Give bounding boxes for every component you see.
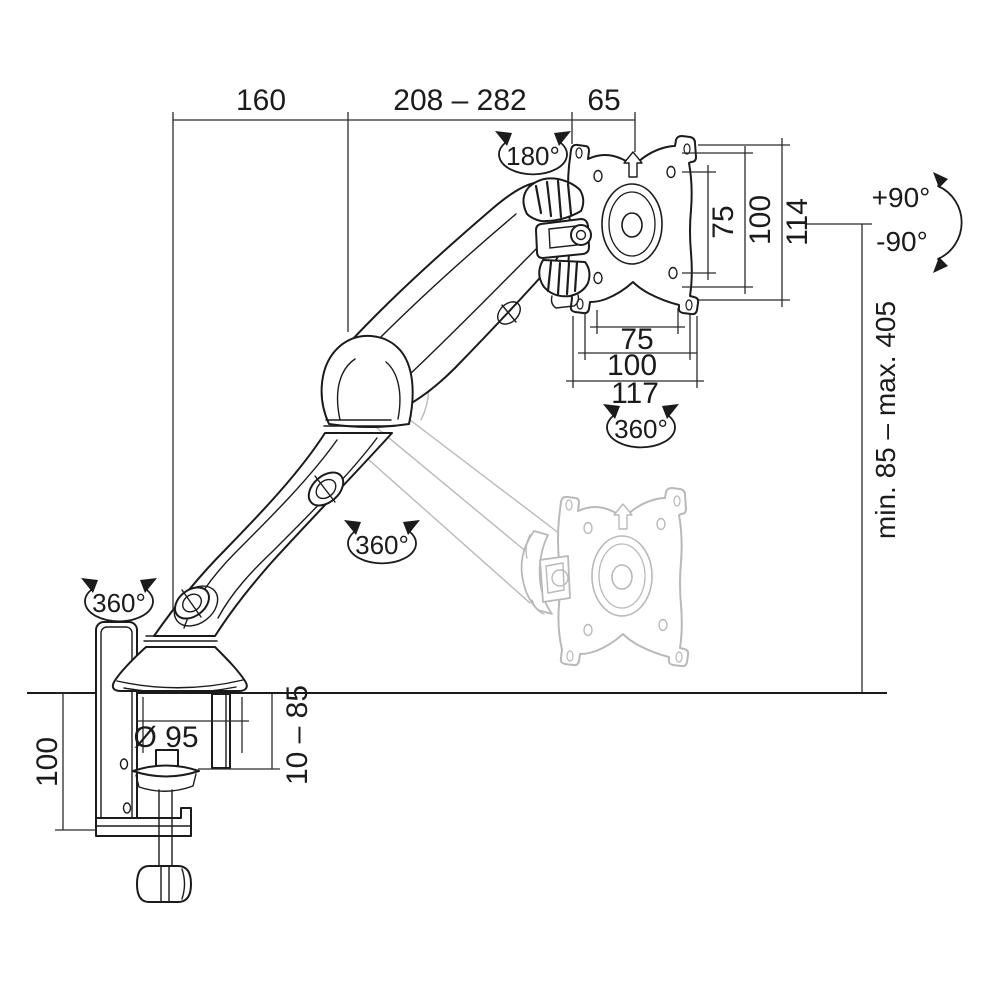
- elbow-joint: [320, 334, 414, 434]
- ghost-vesa-plate: [557, 487, 690, 668]
- arm-swivel-label: 360°: [355, 530, 409, 560]
- dim-label-vesa-75-horizontal: 75: [620, 323, 653, 356]
- rotation-badge-base: 360°: [80, 577, 158, 623]
- clamp-knob: [136, 865, 192, 903]
- dim-label-plate-height: 114: [781, 198, 814, 246]
- dim-label-vesa-100-vertical: 100: [744, 195, 777, 245]
- dimension-clamp-height: 100: [31, 692, 96, 831]
- dim-label-base-offset: 160: [236, 84, 286, 117]
- base-swivel-label: 360°: [92, 588, 146, 618]
- desk-thickness-label: 10 – 85: [281, 685, 314, 785]
- dim-label-vesa-100-horizontal: 100: [607, 349, 657, 382]
- rotation-badge-elbow: 360°: [343, 519, 421, 565]
- dimension-base-diameter: Ø 95: [133, 697, 249, 754]
- dim-label-arm-reach: 208 – 282: [393, 84, 526, 117]
- head-joint: [522, 177, 592, 309]
- clamp-pad: [132, 764, 200, 778]
- vesa-rotate-label: 360°: [614, 414, 668, 444]
- base: [111, 635, 248, 694]
- tilt-arrow-icon: [937, 185, 963, 260]
- clamp-bottom-arm: [95, 807, 192, 837]
- ghost-arm-lowered: [350, 403, 690, 668]
- clamp-inner-jaw: [211, 693, 231, 769]
- tilt-up-label: +90°: [872, 182, 931, 213]
- clamp-screw-hole: [119, 758, 129, 770]
- height-range-label: min. 85 – max. 405: [870, 301, 901, 539]
- dimension-vesa-horizontal: 75 100 117: [566, 308, 704, 410]
- dim-label-plate-width: 117: [611, 377, 659, 410]
- dimension-top-widths: 160 208 – 282 65: [172, 84, 636, 610]
- rotation-badge-vesa: 360°: [602, 403, 680, 449]
- head-swivel-label: 180°: [506, 141, 560, 171]
- base-diameter-label: Ø 95: [133, 721, 198, 754]
- dim-label-head-depth: 65: [587, 84, 620, 117]
- clamp-screw-hole: [122, 802, 132, 814]
- clamp-height-label: 100: [31, 737, 64, 787]
- pivot-screw: [570, 224, 592, 246]
- dimension-vesa-vertical: 75 100 114: [682, 138, 814, 307]
- dimension-height-range: min. 85 – max. 405: [861, 224, 901, 692]
- lower-arm: [153, 432, 393, 637]
- dim-label-vesa-75-vertical: 75: [707, 205, 740, 238]
- dimension-tilt-range: +90° -90°: [807, 172, 963, 273]
- clamp-back-plate: [95, 621, 138, 833]
- dimension-desk-thickness: 10 – 85: [198, 685, 314, 785]
- tilt-down-label: -90°: [876, 226, 928, 257]
- rotation-badge-head: 180°: [494, 130, 572, 176]
- clamp-assembly: [95, 621, 231, 903]
